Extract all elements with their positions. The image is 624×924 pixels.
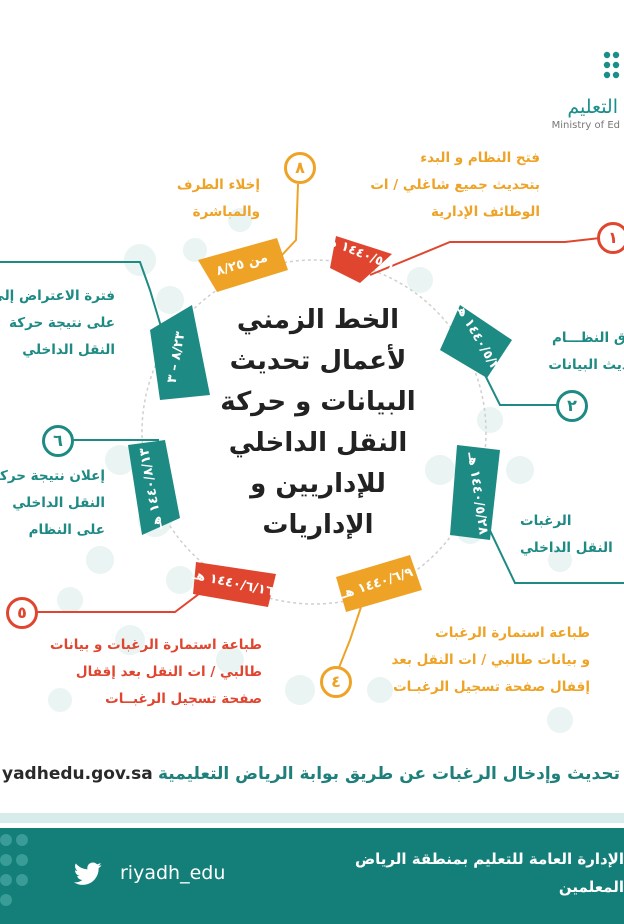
step7-line: الرغبات (520, 513, 572, 529)
step4-ribbon (336, 555, 422, 612)
twitter-handle[interactable]: riyadh_edu (120, 862, 226, 884)
step3-line: على نتيجة حركة (9, 315, 115, 331)
footer-bar: riyadh_edu (0, 828, 624, 924)
step1-connector (369, 235, 619, 276)
step8-description: إخلاء الطرف والمباشرة (160, 172, 260, 226)
ministry-logo-subtext: Ministry of Ed (551, 120, 620, 131)
step7-ribbon (450, 445, 500, 540)
step5-ribbon (193, 562, 276, 607)
timeline-title: الخط الزمني لأعمال تحديث البيانات و حركة… (200, 300, 436, 546)
twitter-bird-icon[interactable] (74, 862, 102, 886)
ministry-logo-icon (603, 51, 620, 79)
step4-line: طباعة استمارة الرغبات (435, 625, 590, 641)
step4-connector (337, 594, 366, 671)
title-line: النقل الداخلي (228, 428, 408, 458)
step8-line: والمباشرة (192, 204, 260, 220)
step8-line: إخلاء الطرف (176, 177, 260, 193)
step5-description: طباعة استمارة الرغبات و بيانات طالبي / ا… (40, 632, 262, 713)
title-line: لأعمال تحديث (229, 346, 407, 376)
step6-line: على النظام (28, 522, 105, 538)
step4-number: ٤ (320, 666, 352, 698)
step6-line: إعلان نتيجة حركة (0, 468, 105, 484)
timeline-diagram: ١٤٤٠/٥/١٤ هـ من ٨/٢٥ ١٤٤٠/٥/٢٥ هـ ٨/٢٣ –… (0, 183, 624, 671)
step4-line: إقفال صفحة تسجيل الرغبـات (393, 679, 590, 695)
step1-ribbon (330, 236, 392, 283)
step5-line: طباعة استمارة الرغبات و بيانات (50, 637, 262, 653)
ministry-logo-text: التعليم (567, 96, 618, 118)
step6-number: ٦ (42, 425, 74, 457)
step1-line: بتحديث جميع شاغلي / ات (370, 177, 540, 193)
step1-line: فتح النظام و البدء (420, 150, 540, 166)
title-line: للإداريين و (250, 469, 386, 499)
website-url[interactable]: yadhedu.gov.sa (2, 764, 153, 784)
step2-line: إغلاق النظـــام (551, 330, 624, 346)
website-instruction: تحديث وإدخال الرغبات عن طريق بوابة الريا… (157, 764, 620, 784)
title-line: الإداريات (262, 510, 374, 540)
step2-number: ٢ (556, 390, 588, 422)
step3-connector (0, 261, 163, 331)
title-line: البيانات و حركة (220, 387, 416, 417)
step5-line: صفحة تسجيل الرغبــات (105, 691, 262, 707)
footer-divider (0, 813, 624, 823)
step8-number: ٨ (284, 152, 316, 184)
step5-connector (30, 577, 221, 613)
title-line: الخط الزمني (236, 305, 400, 335)
step2-connector (484, 374, 560, 406)
footer-org-line1: الإدارة العامة للتعليم بمنطقة الرياض (354, 850, 624, 868)
step6-description: إعلان نتيجة حركة النقل الداخلي على النظا… (0, 463, 105, 544)
step1-line: الوظائف الإدارية (430, 204, 540, 220)
step3-ribbon (150, 305, 210, 400)
footer-dots-decoration (0, 834, 28, 906)
step5-line: طالبي / ات النقل بعد إقفال (75, 664, 262, 680)
step7-line: النقل الداخلي (520, 540, 613, 556)
step5-number: ٥ (6, 597, 38, 629)
step4-line: و بيانات طالبي / ات النقل بعد (391, 652, 590, 668)
step8-ribbon (198, 238, 288, 292)
step3-line: النقل الداخلي (22, 342, 115, 358)
step1-description: فتح النظام و البدء بتحديث جميع شاغلي / ا… (370, 145, 540, 226)
step3-line: فترة الاعتراض إلى (0, 288, 115, 304)
step2-ribbon (440, 305, 512, 378)
step6-ribbon (128, 440, 180, 535)
footer-org-line2: المعلمين (558, 878, 624, 896)
step1-number: ١ (597, 222, 624, 254)
step3-description: فترة الاعتراض إلى على نتيجة حركة النقل ا… (0, 283, 115, 364)
step4-description: طباعة استمارة الرغبات و بيانات طالبي / ا… (360, 620, 590, 701)
step7-description: الرغبات النقل الداخلي (520, 508, 624, 562)
date-ribbons (128, 236, 512, 612)
timeline-ring (141, 259, 487, 605)
step6-line: النقل الداخلي (12, 495, 105, 511)
